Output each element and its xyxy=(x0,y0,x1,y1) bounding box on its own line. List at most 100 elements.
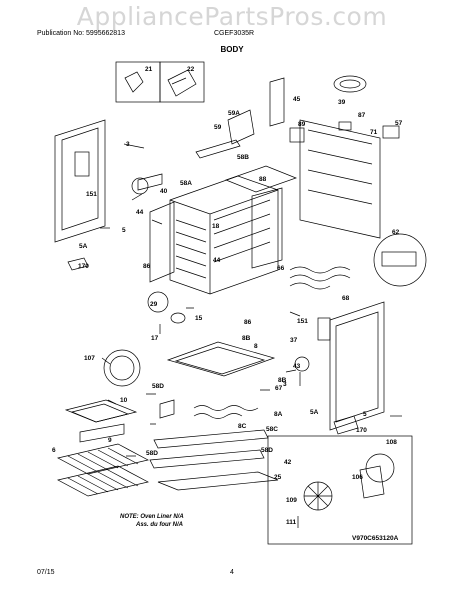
part-62-detail-circle xyxy=(373,233,427,287)
callout-111: 111 xyxy=(286,519,297,526)
callout-86-a: 86 xyxy=(143,263,151,270)
callout-106: 106 xyxy=(352,474,363,481)
callout-labels: 21 22 39 45 59A 87 89 57 59 71 3 58B 88 … xyxy=(52,66,403,526)
watermark: AppliancePartsPros.com xyxy=(76,2,388,31)
callout-170-left: 170 xyxy=(78,263,89,270)
part-58d-strip-b xyxy=(153,429,269,449)
part-57 xyxy=(382,125,400,139)
inset-box-21 xyxy=(115,61,161,103)
part-106-bracket xyxy=(359,465,385,499)
callout-8a: 8A xyxy=(274,411,283,418)
note-oven-liner-fr: Ass. du four N/A xyxy=(135,522,183,528)
note-oven-liner: NOTE: Oven Liner N/A xyxy=(120,514,184,520)
part-6-rack-lower-wires xyxy=(67,469,139,495)
part-29-switch xyxy=(147,291,169,313)
callout-3-right: 3 xyxy=(283,381,287,388)
drawing-number: V970C653120A xyxy=(352,535,399,542)
footer-page-number: 4 xyxy=(230,569,234,576)
callout-44-a: 44 xyxy=(136,209,144,216)
part-39-ring xyxy=(333,75,367,93)
callout-3-left: 3 xyxy=(126,141,130,148)
callout-5a-left: 5A xyxy=(79,243,88,250)
callout-107: 107 xyxy=(84,355,95,362)
part-3-side-panel-left xyxy=(54,119,106,243)
part-66-broil-element xyxy=(289,266,351,290)
callout-17: 17 xyxy=(151,335,159,342)
part-5a-left xyxy=(67,257,89,271)
part-5a-right xyxy=(333,415,359,435)
callout-66: 66 xyxy=(277,265,285,272)
part-8c-bake-element xyxy=(193,405,259,419)
callout-8: 8 xyxy=(254,343,258,350)
part-151-bracket-left xyxy=(74,151,90,177)
part-59a-strip xyxy=(227,109,255,145)
model-number: CGEF3035R xyxy=(214,30,255,37)
part-21-bracket xyxy=(124,71,144,93)
part-8-inner xyxy=(174,346,266,375)
callout-18: 18 xyxy=(212,223,220,230)
callout-151-right: 151 xyxy=(297,318,308,325)
callout-8b-b: 8B xyxy=(278,377,287,384)
part-151-bracket-right xyxy=(317,317,331,341)
part-71-back-panel xyxy=(299,119,381,239)
part-15-bulb xyxy=(170,312,186,324)
callout-58a: 58A xyxy=(180,180,192,187)
part-109-blades xyxy=(304,482,332,510)
part-6-rack-upper xyxy=(57,443,149,475)
part-87 xyxy=(338,121,352,131)
leader-lines xyxy=(101,143,301,457)
callout-43: 43 xyxy=(293,363,301,370)
callout-57: 57 xyxy=(395,120,403,127)
callout-42: 42 xyxy=(284,459,292,466)
part-9-baffle xyxy=(79,423,125,443)
part-39-ring-inner xyxy=(339,79,361,89)
callout-39: 39 xyxy=(338,99,346,106)
callout-58c: 58C xyxy=(266,426,278,433)
callout-5a-right: 5A xyxy=(310,409,319,416)
part-108-motor xyxy=(365,453,395,483)
callout-9: 9 xyxy=(108,437,112,444)
callout-10: 10 xyxy=(120,397,128,404)
callout-5-left: 5 xyxy=(122,227,126,234)
part-107-fan-cover xyxy=(103,349,141,387)
part-107-inner xyxy=(109,355,135,381)
part-58d-strip-a xyxy=(159,399,175,419)
part-62-terminal-block xyxy=(381,251,417,267)
cavity-rack-guides xyxy=(175,219,207,279)
callout-58d-c: 58D xyxy=(261,447,273,454)
part-89 xyxy=(289,127,305,143)
callout-170-right: 170 xyxy=(356,427,367,434)
door-panel-right-inner xyxy=(335,311,379,423)
callout-151-left: 151 xyxy=(86,191,97,198)
side-panel-left-inner xyxy=(61,127,99,231)
part-58a-insulation xyxy=(149,201,175,283)
back-panel-details xyxy=(307,129,373,205)
callout-62: 62 xyxy=(392,229,400,236)
inset-box-22 xyxy=(159,61,205,103)
part-22-bracket xyxy=(167,69,197,97)
inset-box-convection xyxy=(267,435,413,545)
callout-45: 45 xyxy=(293,96,301,103)
part-3-door-panel-right xyxy=(329,301,385,431)
callout-59: 59 xyxy=(214,124,222,131)
part-45-bracket xyxy=(269,77,285,127)
part-10-grille xyxy=(70,403,130,423)
cavity-rack-guides-right xyxy=(213,199,271,263)
callout-88: 88 xyxy=(259,176,267,183)
callout-8b-a: 8B xyxy=(242,335,251,342)
callout-68: 68 xyxy=(342,295,350,302)
callout-37: 37 xyxy=(290,337,298,344)
footer-date: 07/15 xyxy=(37,569,55,576)
part-58b-insulation xyxy=(225,165,297,193)
callout-29: 29 xyxy=(150,301,158,308)
callout-21: 21 xyxy=(145,66,153,73)
callout-89: 89 xyxy=(298,121,306,128)
callout-25: 25 xyxy=(274,474,282,481)
callout-109: 109 xyxy=(286,497,297,504)
part-40-circle xyxy=(131,177,149,195)
callout-22: 22 xyxy=(187,66,195,73)
part-40-sensor xyxy=(137,173,163,191)
part-58d-strip-c xyxy=(149,449,265,469)
part-88-insulation xyxy=(251,187,283,269)
part-43-knob xyxy=(294,356,310,372)
